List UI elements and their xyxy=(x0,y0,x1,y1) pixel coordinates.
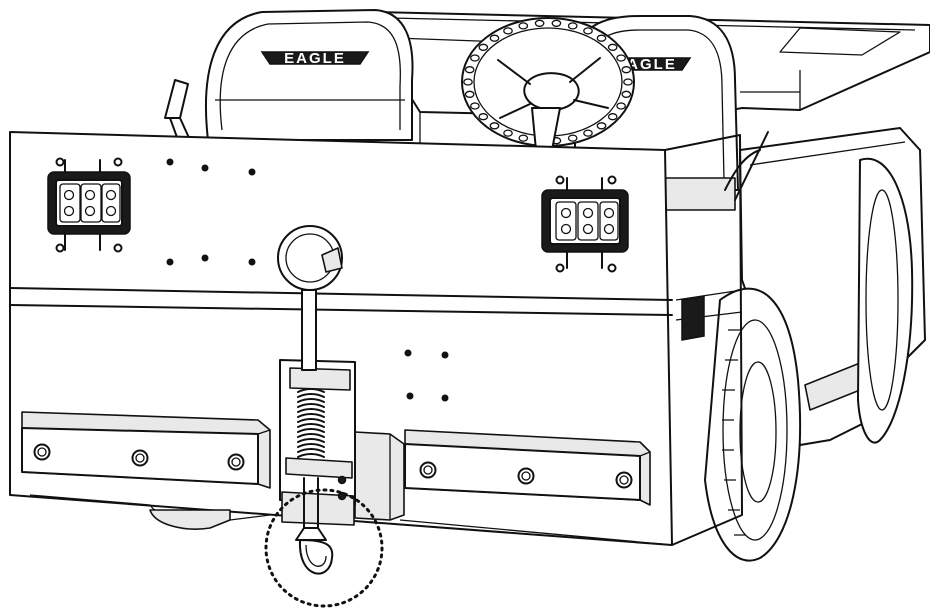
grip-dimple xyxy=(503,129,513,137)
tow-pin-handle-ring xyxy=(277,225,343,291)
bolt-dot xyxy=(406,392,414,400)
grip-dimple xyxy=(607,43,618,51)
detail-callout-circle xyxy=(264,488,384,608)
spring-coil xyxy=(297,433,325,438)
tail-light-right xyxy=(541,175,629,273)
grip-dimple xyxy=(470,54,480,62)
bolt-dot xyxy=(441,394,449,402)
spring-coil xyxy=(297,398,325,403)
bolt-dot xyxy=(248,258,256,266)
tow-pin-lock-ring xyxy=(298,539,334,575)
grip-dimple xyxy=(478,113,489,121)
grip-dimple xyxy=(534,19,545,27)
bolt-dot xyxy=(248,168,256,176)
spring-coil xyxy=(297,448,325,453)
spring-coil xyxy=(297,418,325,423)
spring-coil xyxy=(297,438,325,443)
bolt-dot xyxy=(441,351,449,359)
grip-dimple xyxy=(567,22,578,30)
spring-coil xyxy=(297,413,325,418)
spring-coil xyxy=(297,408,325,413)
grip-dimple xyxy=(463,78,473,86)
grip-dimple xyxy=(489,34,500,42)
grip-dimple xyxy=(470,102,480,110)
grip-dimple xyxy=(503,27,513,35)
bolt-dot xyxy=(166,158,174,166)
spring-coil xyxy=(297,393,325,398)
grip-dimple xyxy=(464,66,475,74)
grip-dimple xyxy=(489,122,500,130)
hitch-housing xyxy=(354,431,405,521)
tow-pin-shaft xyxy=(301,289,317,371)
grip-dimple xyxy=(621,66,632,74)
grip-dimple xyxy=(478,43,489,51)
seat-logo-plate xyxy=(260,51,370,65)
spring-coil xyxy=(297,403,325,408)
grip-dimple xyxy=(551,19,562,27)
underbody xyxy=(29,494,673,546)
grip-dimple xyxy=(518,22,529,30)
spring-coil xyxy=(297,443,325,448)
bolt-dot xyxy=(201,254,209,262)
grip-dimple xyxy=(583,129,593,137)
bumper-left xyxy=(21,411,271,489)
grip-dimple xyxy=(616,54,626,62)
grip-dimple xyxy=(621,90,632,98)
grip-dimple xyxy=(596,122,607,130)
tow-pin-spring xyxy=(297,388,325,458)
left-handle xyxy=(164,79,191,141)
bolt-dot xyxy=(201,164,209,172)
rear-wheel xyxy=(704,157,914,562)
spring-coil xyxy=(297,428,325,433)
spring-coil xyxy=(297,453,325,458)
tail-light-left xyxy=(47,157,131,253)
grip-dimple xyxy=(616,102,626,110)
grip-dimple xyxy=(623,78,633,86)
grip-dimple xyxy=(464,90,475,98)
grip-dimple xyxy=(596,34,607,42)
bolt-dot xyxy=(404,349,412,357)
bumper-right xyxy=(404,429,651,506)
seat-logo-text: EAGLE xyxy=(284,50,346,67)
grip-dimple xyxy=(567,134,578,142)
grip-dimple xyxy=(607,113,618,121)
bolt-dot xyxy=(166,258,174,266)
panel-bolts xyxy=(166,158,449,402)
spring-coil xyxy=(297,388,325,393)
grip-dimple xyxy=(518,134,529,142)
spring-coil xyxy=(297,423,325,428)
grip-dimple xyxy=(583,27,593,35)
left-seat: EAGLE xyxy=(205,9,414,141)
